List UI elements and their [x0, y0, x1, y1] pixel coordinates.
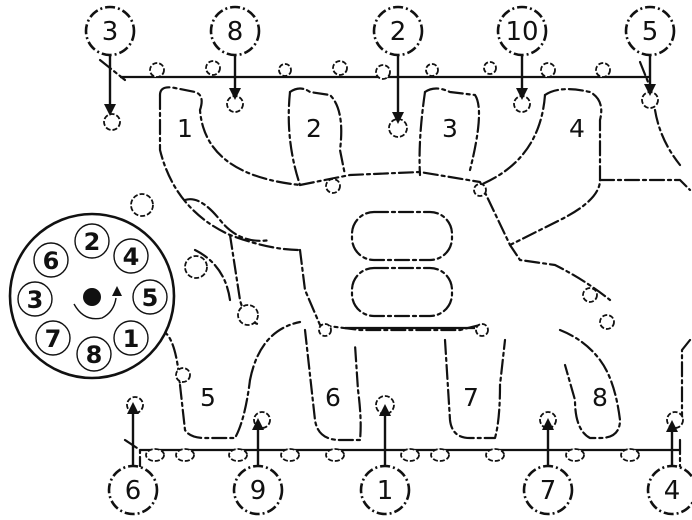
dist-terminal: 2 — [74, 223, 110, 259]
svg-text:6: 6 — [43, 247, 60, 275]
callout-5: 5 — [624, 5, 676, 96]
svg-text:2: 2 — [84, 228, 101, 256]
port-label: 4 — [569, 114, 585, 143]
callout-10: 10 — [496, 5, 548, 100]
callout-3: 3 — [84, 5, 136, 116]
sequence-callouts: 3 8 2 10 5 — [84, 5, 692, 516]
callout-1: 1 — [359, 404, 411, 516]
dist-terminal: 7 — [35, 320, 71, 356]
port-label: 2 — [306, 114, 322, 143]
callout-9: 9 — [232, 418, 284, 516]
port-label: 8 — [592, 383, 608, 412]
dist-terminal: 1 — [113, 320, 149, 356]
dist-terminal: 8 — [76, 336, 112, 372]
callout-2: 2 — [372, 5, 424, 124]
svg-text:3: 3 — [102, 17, 119, 47]
callout-4: 4 — [646, 420, 692, 516]
bolt-bosses — [103, 60, 684, 462]
callout-7: 7 — [522, 418, 574, 516]
svg-text:1: 1 — [377, 476, 394, 506]
svg-text:3: 3 — [27, 286, 44, 314]
rotor-center — [83, 288, 101, 306]
dist-terminal: 3 — [17, 281, 53, 317]
port-label: 1 — [177, 114, 193, 143]
svg-text:6: 6 — [125, 476, 142, 506]
port-labels: 1 2 3 4 5 6 7 8 — [177, 114, 608, 412]
port-label: 6 — [325, 383, 341, 412]
dist-terminal: 5 — [132, 279, 168, 315]
svg-text:10: 10 — [505, 17, 538, 47]
port-label: 7 — [463, 383, 479, 412]
port-label: 3 — [442, 114, 458, 143]
svg-text:1: 1 — [123, 325, 140, 353]
svg-text:8: 8 — [227, 17, 244, 47]
port-label: 5 — [200, 383, 216, 412]
dist-terminal: 6 — [33, 242, 69, 278]
svg-text:5: 5 — [142, 284, 159, 312]
dist-terminal: 4 — [113, 238, 149, 274]
svg-text:2: 2 — [390, 17, 407, 47]
svg-text:5: 5 — [642, 17, 659, 47]
distributor-inset: 2 4 5 1 8 7 3 6 — [8, 212, 176, 380]
svg-text:8: 8 — [86, 341, 103, 369]
callout-6: 6 — [107, 402, 159, 516]
svg-text:7: 7 — [45, 325, 62, 353]
svg-text:7: 7 — [540, 476, 557, 506]
svg-text:4: 4 — [664, 476, 681, 506]
svg-text:4: 4 — [123, 243, 140, 271]
manifold-outline — [98, 58, 692, 472]
svg-text:9: 9 — [250, 476, 267, 506]
callout-8: 8 — [209, 5, 261, 100]
